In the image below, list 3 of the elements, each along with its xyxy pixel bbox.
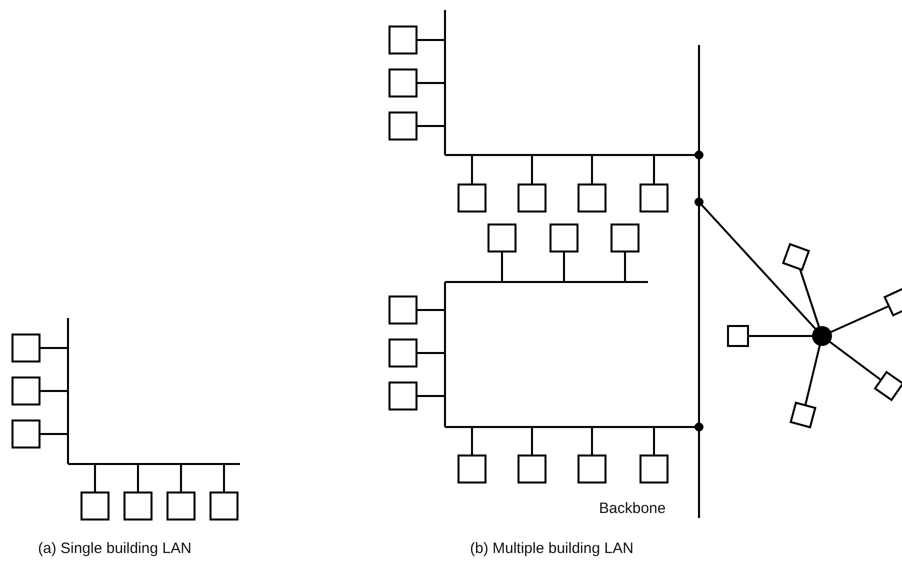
figure-caption: (b) Multiple building LAN <box>470 540 634 558</box>
backbone-label: Backbone <box>599 500 666 518</box>
figure-caption: (a) Single building LAN <box>38 540 192 558</box>
